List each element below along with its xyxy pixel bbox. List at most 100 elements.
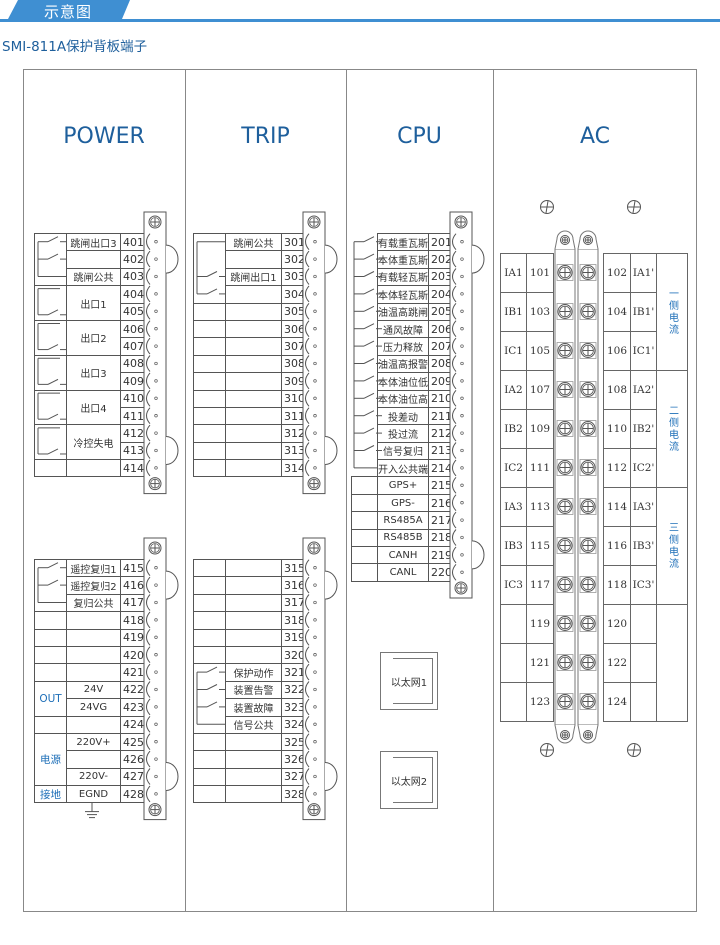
contact-cell	[193, 302, 226, 321]
terminal-number: 204	[428, 285, 453, 304]
terminal-number: 311	[281, 406, 306, 426]
terminal-number: 407	[120, 337, 145, 356]
terminal-number: 301	[281, 232, 306, 252]
terminal-label	[225, 750, 282, 769]
ac-terminal-number: 109	[526, 409, 554, 449]
terminal-label: CANH	[377, 546, 429, 565]
terminal-label: 出口3	[66, 354, 121, 391]
terminal-label: 24V	[66, 680, 121, 700]
terminal-label: 装置故障	[225, 698, 282, 717]
terminal-number: 411	[120, 406, 145, 426]
terminal-label	[66, 663, 121, 682]
ac-channel-label	[500, 604, 527, 644]
terminal-number: 402	[120, 250, 145, 269]
terminal-number: 309	[281, 372, 306, 391]
ethernet-port-1[interactable]: 以太网1	[380, 652, 438, 710]
contact-cell	[351, 476, 378, 495]
terminal-number: 207	[428, 337, 453, 356]
terminal-number: 220	[428, 563, 453, 582]
ethernet-port-label: 以太网2	[390, 777, 428, 788]
ac-group-label: 一侧电流	[656, 253, 688, 371]
column-divider	[346, 69, 347, 912]
terminal-label	[225, 459, 282, 478]
contact-cell	[193, 628, 226, 647]
terminal-number: 414	[120, 459, 145, 478]
page-subtitle: SMI-811A保护背板端子	[2, 39, 148, 55]
terminal-label: 信号公共	[225, 715, 282, 734]
terminal-label	[225, 372, 282, 391]
ethernet-port-outline	[393, 757, 433, 803]
terminal-number: 302	[281, 250, 306, 269]
terminal-label: 出口2	[66, 319, 121, 356]
terminal-label: GPS+	[377, 476, 429, 495]
ac-terminal-number: 117	[526, 565, 554, 605]
ac-terminal-number: 106	[603, 331, 631, 371]
terminal-number: 419	[120, 628, 145, 647]
ac-channel-label: IC2	[500, 448, 527, 488]
ac-channel-label: IB2	[500, 409, 527, 449]
terminal-number: 206	[428, 319, 453, 339]
terminal-label	[225, 732, 282, 752]
contact-cell	[351, 528, 378, 548]
terminal-number: 320	[281, 645, 306, 665]
terminal-number: 319	[281, 628, 306, 647]
ac-terminal-number: 120	[603, 604, 631, 644]
header-band	[0, 0, 720, 22]
ac-channel-label: IA3	[500, 487, 527, 527]
terminal-number: 208	[428, 354, 453, 374]
terminal-row: 305	[193, 302, 306, 321]
ac-terminal-number: 103	[526, 292, 554, 332]
terminal-row: 313	[193, 441, 306, 461]
terminal-label	[225, 285, 282, 304]
terminal-label: 开入公共端	[377, 459, 429, 478]
terminal-label	[66, 750, 121, 769]
terminal-label: 保护动作	[225, 663, 282, 682]
ac-channel-label: IB2'	[630, 409, 657, 449]
terminal-number: 424	[120, 715, 145, 734]
terminal-label	[225, 767, 282, 787]
terminal-label: RS485A	[377, 511, 429, 530]
terminal-label	[225, 558, 282, 578]
terminal-label	[225, 628, 282, 647]
ethernet-port-2[interactable]: 以太网2	[380, 751, 438, 809]
terminal-number: 403	[120, 267, 145, 287]
terminal-number: 412	[120, 424, 145, 443]
ac-screw-block	[553, 526, 604, 566]
terminal-label: 压力释放	[377, 337, 429, 356]
ac-channel-label: IA2'	[630, 370, 657, 410]
contact-cell	[193, 406, 226, 426]
terminal-label	[225, 576, 282, 595]
terminal-label	[225, 302, 282, 321]
terminal-row: 315	[193, 558, 306, 578]
ac-screw-block	[553, 448, 604, 488]
terminal-row: 414	[34, 459, 145, 478]
terminal-number: 201	[428, 232, 453, 252]
contact-cell	[193, 372, 226, 391]
terminal-label: 本体重瓦斯	[377, 250, 429, 269]
contact-cell	[351, 233, 378, 477]
ac-channel-label	[500, 682, 527, 722]
terminal-label: 出口4	[66, 389, 121, 426]
contact-cell	[34, 611, 67, 630]
contact-cell	[193, 645, 226, 665]
contact-cell	[34, 558, 67, 613]
terminal-number: 313	[281, 441, 306, 461]
contact-cell	[193, 233, 226, 304]
terminal-number: 216	[428, 493, 453, 513]
terminal-number: 401	[120, 232, 145, 252]
ac-terminal-number: 116	[603, 526, 631, 566]
contact-cell	[34, 715, 67, 734]
terminal-number: 325	[281, 732, 306, 752]
terminal-label: 有载重瓦斯	[377, 232, 429, 252]
terminal-label: 冷控失电	[66, 424, 121, 461]
terminal-number: 314	[281, 459, 306, 478]
terminal-number: 420	[120, 645, 145, 665]
terminal-number: 422	[120, 680, 145, 700]
